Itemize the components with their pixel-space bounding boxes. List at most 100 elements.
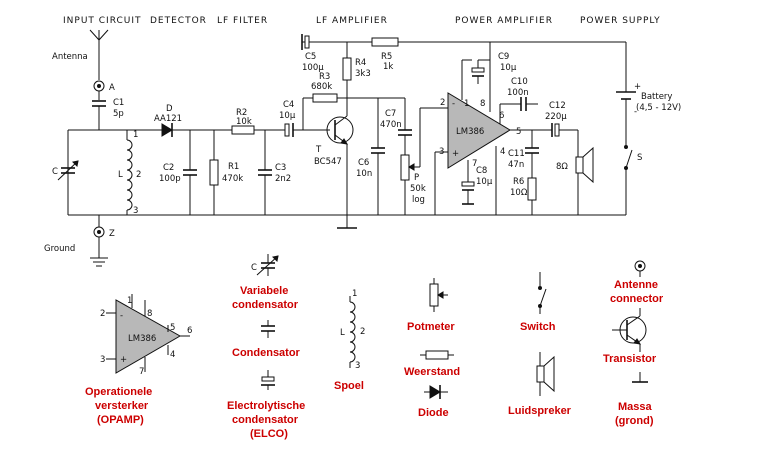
legend-varcap-line2: condensator bbox=[232, 299, 299, 311]
ground-connector-z bbox=[93, 226, 105, 238]
legend-minus: - bbox=[120, 311, 123, 321]
t-value: BC547 bbox=[314, 157, 342, 167]
legend-elco-line1: Electrolytische bbox=[227, 400, 305, 412]
electrolytic-capacitor-c4 bbox=[284, 123, 294, 137]
c-label: C bbox=[52, 167, 58, 177]
capacitor-c7 bbox=[398, 98, 412, 155]
transistor-t bbox=[326, 98, 354, 228]
potentiometer-p bbox=[400, 107, 448, 215]
legend-plus: + bbox=[120, 355, 127, 365]
legend-elco-line2: condensator bbox=[232, 414, 299, 426]
c7-value: 470n bbox=[380, 120, 402, 130]
legend-diode-symbol bbox=[424, 385, 448, 399]
legend-transistor-label: Transistor bbox=[603, 353, 657, 365]
legend-capacitor-symbol bbox=[261, 320, 275, 338]
c12-value: 220µ bbox=[545, 112, 567, 122]
capacitor-c10 bbox=[499, 97, 538, 124]
electrolytic-capacitor-c5 bbox=[301, 34, 320, 50]
legend-opamp-line1: Operationele bbox=[85, 386, 152, 398]
legend-potmeter-symbol bbox=[429, 278, 448, 312]
electrolytic-capacitor-c12 bbox=[551, 123, 578, 137]
c6-value: 10n bbox=[356, 169, 372, 179]
legend-coil-pin2: 2 bbox=[360, 327, 365, 337]
battery bbox=[616, 91, 636, 145]
antenna-label: Antenna bbox=[52, 52, 88, 62]
capacitor-c2 bbox=[183, 130, 197, 215]
legend-lm386-label: LM386 bbox=[128, 334, 156, 344]
p-value: 50k bbox=[410, 184, 426, 194]
legend-pin8: 8 bbox=[147, 309, 152, 319]
resistor-r3 bbox=[303, 93, 347, 103]
legend-antconn-line2: connector bbox=[610, 293, 664, 305]
header-detector: DETECTOR bbox=[150, 16, 207, 26]
legend-coil-symbol bbox=[349, 296, 356, 368]
c6-label: C6 bbox=[358, 158, 369, 168]
legend-transistor-symbol bbox=[612, 308, 647, 352]
legend-diode-label: Diode bbox=[418, 407, 449, 419]
speaker bbox=[575, 130, 594, 215]
c7-label: C7 bbox=[385, 109, 396, 119]
p-type: log bbox=[412, 195, 425, 205]
r3-value: 680k bbox=[311, 82, 332, 92]
c9-value: 10µ bbox=[500, 63, 517, 73]
c10-value: 100n bbox=[507, 88, 529, 98]
legend-switch-symbol bbox=[538, 272, 547, 314]
r6-label: R6 bbox=[513, 177, 524, 187]
legend-elco-symbol bbox=[261, 370, 275, 390]
legend-elco-line3: (ELCO) bbox=[250, 428, 288, 440]
coil-pin1: 1 bbox=[133, 130, 138, 140]
r2-label: R2 bbox=[236, 108, 247, 118]
r1-value: 470k bbox=[222, 174, 243, 184]
legend-pin4: 4 bbox=[170, 350, 175, 360]
capacitor-c11 bbox=[525, 130, 539, 178]
c11-label: C11 bbox=[508, 149, 525, 159]
r1-label: R1 bbox=[228, 162, 239, 172]
c9-label: C9 bbox=[498, 52, 509, 62]
antenna-connector-a bbox=[93, 80, 105, 92]
legend-coil-pin3: 3 bbox=[355, 361, 360, 371]
diode-d bbox=[161, 123, 173, 137]
electrolytic-capacitor-c8 bbox=[461, 181, 475, 205]
header-lf-filter: LF FILTER bbox=[217, 16, 268, 26]
header-input-circuit: INPUT CIRCUIT bbox=[63, 16, 142, 26]
l-label: L bbox=[118, 170, 123, 180]
c8-label: C8 bbox=[476, 166, 487, 176]
c2-value: 100p bbox=[159, 174, 181, 184]
resistor-r5 bbox=[371, 37, 399, 47]
legend-antenna-connector-symbol bbox=[634, 260, 646, 277]
legend-ground-symbol bbox=[632, 372, 648, 383]
legend-resistor-symbol bbox=[420, 350, 454, 360]
legend-opamp-line2: versterker bbox=[95, 400, 149, 412]
lm386-label: LM386 bbox=[456, 127, 484, 137]
d-value: AA121 bbox=[154, 114, 182, 124]
legend-opamp-symbol bbox=[106, 294, 190, 374]
c1-value: 5p bbox=[113, 109, 124, 119]
legend-potmeter-label: Potmeter bbox=[407, 321, 455, 333]
c1-label: C1 bbox=[113, 98, 124, 108]
coil-pin2: 2 bbox=[136, 170, 141, 180]
r4-label: R4 bbox=[355, 58, 366, 68]
legend-capacitor-label: Condensator bbox=[232, 347, 301, 359]
legend-coil-pin1: 1 bbox=[352, 289, 357, 299]
r2-value: 10k bbox=[236, 117, 252, 127]
coil-l bbox=[126, 130, 133, 215]
legend-ground-line1: Massa bbox=[618, 401, 653, 413]
legend-coil-l: L bbox=[340, 328, 345, 338]
legend-speaker-symbol bbox=[536, 352, 555, 396]
r5-label: R5 bbox=[381, 52, 392, 62]
pa-pin7: 7 bbox=[472, 159, 477, 169]
legend-speaker-label: Luidspreker bbox=[508, 405, 572, 417]
legend-coil-label: Spoel bbox=[334, 380, 364, 392]
r4-value: 3k3 bbox=[355, 69, 371, 79]
coil-pin3: 3 bbox=[133, 206, 138, 216]
c5-value: 100µ bbox=[302, 63, 324, 73]
t-label: T bbox=[315, 145, 322, 155]
battery-minus: - bbox=[634, 107, 637, 117]
legend-opamp-line3: (OPAMP) bbox=[97, 414, 144, 426]
c2-label: C2 bbox=[163, 163, 174, 173]
c3-label: C3 bbox=[275, 163, 286, 173]
pa-pin8: 8 bbox=[480, 99, 485, 109]
pa-pin4: 4 bbox=[500, 147, 505, 157]
capacitor-c1 bbox=[92, 100, 106, 107]
